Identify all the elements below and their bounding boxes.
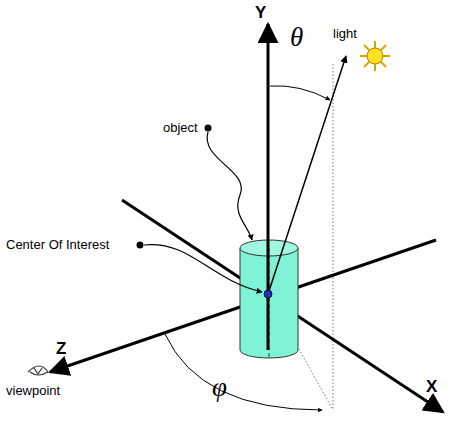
axis-label: Z <box>56 340 66 357</box>
angle-label: θ <box>290 24 303 51</box>
axis-label: X <box>426 378 437 395</box>
eye-icon <box>28 366 48 375</box>
center-label: Center Of Interest <box>6 238 109 251</box>
sun-icon <box>360 41 390 71</box>
object-label: object <box>163 121 198 134</box>
axis-label: Y <box>255 4 266 21</box>
viewpoint-label: viewpoint <box>6 384 60 397</box>
light-label: light <box>333 27 357 40</box>
angle-label: φ <box>212 374 227 401</box>
